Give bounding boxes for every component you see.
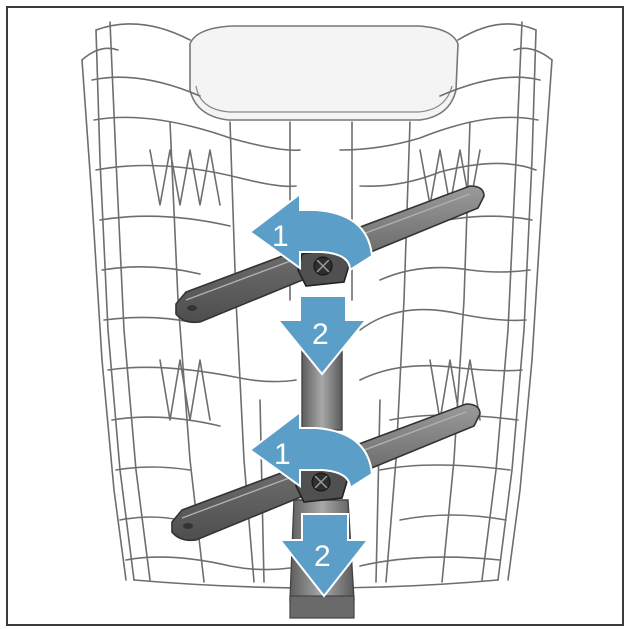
step-2-lower-label: 2 bbox=[314, 540, 331, 573]
basket-handle bbox=[189, 25, 459, 121]
step-2-upper-label: 2 bbox=[312, 318, 329, 351]
lower-spray-arm bbox=[171, 403, 481, 542]
upper-pull-arrow: 2 bbox=[275, 295, 369, 376]
basket-wire-frame bbox=[81, 21, 553, 589]
lower-pull-arrow: 2 bbox=[277, 513, 371, 598]
lower-rotate-arrow: 1 bbox=[248, 409, 374, 490]
step-1-upper-label: 1 bbox=[272, 220, 289, 253]
upper-spray-arm bbox=[175, 185, 485, 324]
upper-rotate-arrow: 1 bbox=[248, 191, 374, 272]
step-1-lower-label: 1 bbox=[274, 438, 291, 471]
figure-frame bbox=[6, 6, 624, 626]
